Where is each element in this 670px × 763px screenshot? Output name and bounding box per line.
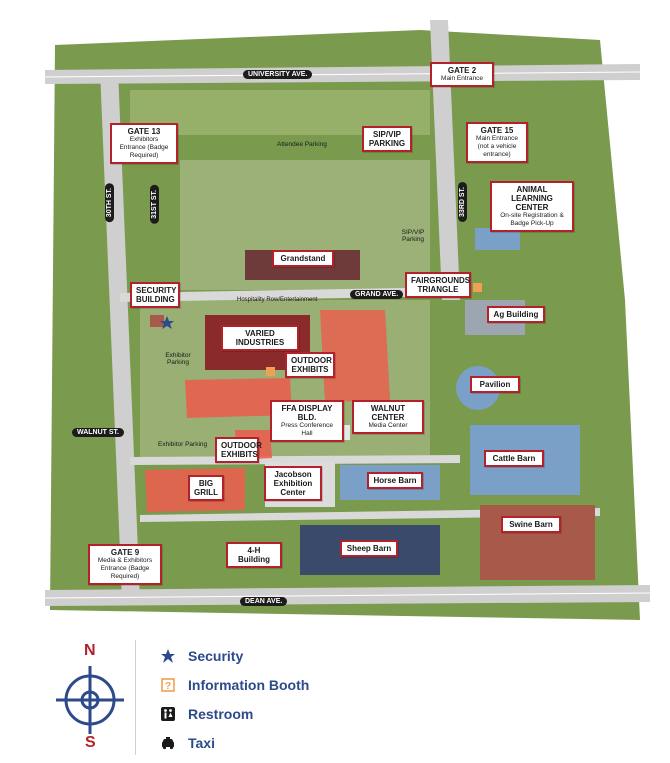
grandstand-title: Grandstand — [280, 254, 326, 263]
animal-learning-sub: On-site Registration & Badge Pick-Up — [500, 212, 564, 227]
walnut-center-title: WALNUT CENTER — [370, 404, 406, 422]
map-legend: N S Security ? Information Booth Restroo… — [40, 630, 640, 760]
ag-building-title: Ag Building — [493, 310, 539, 319]
walnut-center-label: WALNUT CENTER Media Center — [352, 400, 424, 434]
compass-north: N — [84, 642, 96, 659]
gate-2-title: GATE 2 — [447, 66, 477, 75]
sheep-barn-title: Sheep Barn — [346, 544, 392, 553]
jacobson-label: Jacobson Exhibition Center — [264, 466, 322, 501]
legend-item-taxi: Taxi — [160, 735, 215, 751]
big-grill-title: BIG GRILL — [194, 479, 218, 497]
outdoor-exhibits-title: OUTDOOR EXHIBITS — [221, 441, 262, 459]
gate-9-label: GATE 9 Media & Exhibitors Entrance (Badg… — [88, 544, 162, 585]
horse-barn-label: Horse Barn — [367, 472, 423, 489]
horse-barn-title: Horse Barn — [373, 476, 417, 485]
cattle-barn-title: Cattle Barn — [492, 454, 536, 463]
outdoor-exhibits-label: OUTDOOR EXHIBITS — [215, 437, 262, 463]
sheep-barn-label: Sheep Barn — [340, 540, 398, 557]
outdoor-exhibits-label: OUTDOOR EXHIBITS — [285, 352, 335, 378]
legend-label: Security — [188, 648, 244, 664]
gate-9-title: GATE 9 — [110, 548, 140, 557]
exhibit-area — [185, 378, 292, 418]
attendee-parking-text: Attendee Parking — [277, 141, 327, 148]
jacobson-title: Jacobson Exhibition Center — [273, 470, 313, 497]
exhibitor-parking-text: Exhibitor Parking — [165, 352, 191, 366]
legend-label: Restroom — [188, 706, 254, 722]
sip-vip-parking-text: SIP/VIP Parking — [401, 229, 425, 243]
ffa-display-label: FFA DISPLAY BLD. Press Conference Hall — [270, 400, 344, 442]
fairgrounds-map — [45, 20, 650, 620]
taxi-icon — [160, 735, 176, 751]
hospitality-row-text: Hospitality Row/Entertainment — [237, 297, 318, 303]
legend-label: Taxi — [188, 735, 215, 751]
4h-building-label: 4-H Building — [226, 542, 282, 568]
gate-13-title: GATE 13 — [127, 127, 161, 136]
restroom-icon — [160, 706, 176, 722]
gate-13-sub: Exhibitors Entrance (Badge Required) — [119, 136, 169, 159]
30th-st-label: 30TH ST. — [105, 183, 114, 223]
animal-learning-center-label: ANIMAL LEARNING CENTER On-site Registrat… — [490, 181, 574, 232]
security-building-shape — [150, 315, 164, 327]
security-building-title: SECURITY BUILDING — [136, 286, 177, 304]
gate-15-sub: Main Entrance (not a vehicle entrance) — [476, 135, 518, 158]
info-booth-icon: ? — [160, 677, 176, 693]
info-booth-icon — [473, 283, 482, 292]
exhibit-area — [320, 310, 390, 402]
legend-item-info-booth: ? Information Booth — [160, 677, 309, 693]
legend-item-restroom: Restroom — [160, 706, 253, 722]
varied-industries-title: VARIED INDUSTRIES — [235, 329, 285, 347]
compass-south: S — [85, 734, 96, 751]
sip-vip-title: SIP/VIP PARKING — [368, 130, 406, 148]
grand-ave-label: GRAND AVE. — [350, 290, 404, 299]
security-building-label: SECURITY BUILDING — [130, 282, 180, 308]
31st-st-label: 31ST ST. — [150, 185, 159, 224]
gate-13-label: GATE 13 Exhibitors Entrance (Badge Requi… — [110, 123, 178, 164]
gate-9-sub: Media & Exhibitors Entrance (Badge Requi… — [97, 557, 153, 580]
walnut-center-sub: Media Center — [368, 422, 408, 429]
ag-building-label: Ag Building — [487, 306, 545, 323]
exhibitor-parking-text: Exhibitor Parking — [158, 441, 208, 448]
grandstand-label: Grandstand — [272, 250, 334, 267]
dean-ave-label: DEAN AVE. — [240, 597, 288, 606]
fairgrounds-triangle-title: FAIRGROUNDS TRIANGLE — [411, 276, 471, 294]
svg-text:?: ? — [165, 681, 171, 692]
cattle-barn-label: Cattle Barn — [484, 450, 544, 467]
ffa-display-sub: Press Conference Hall — [280, 422, 334, 437]
animal-learning-title: ANIMAL LEARNING CENTER — [511, 185, 553, 212]
swine-barn-label: Swine Barn — [501, 516, 561, 533]
fairgrounds-triangle-label: FAIRGROUNDS TRIANGLE — [405, 272, 471, 298]
security-star-icon — [160, 316, 174, 329]
pavilion-title: Pavilion — [479, 380, 511, 389]
gate-2-sub: Main Entrance — [441, 75, 483, 82]
4h-building-title: 4-H Building — [238, 546, 270, 564]
gate-15-label: GATE 15 Main Entrance (not a vehicle ent… — [466, 122, 528, 163]
legend-label: Information Booth — [188, 677, 310, 693]
info-booth-icon — [266, 367, 275, 376]
university-ave-label: UNIVERSITY AVE. — [243, 70, 313, 79]
legend-item-security: Security — [160, 648, 243, 664]
33rd-st-label: 33RD ST. — [458, 182, 467, 222]
pavilion-label: Pavilion — [470, 376, 520, 393]
star-icon — [160, 648, 176, 664]
animal-learning-building — [475, 228, 520, 250]
outdoor-exhibits-title: OUTDOOR EXHIBITS — [291, 356, 332, 374]
compass-icon — [56, 666, 124, 734]
gate-15-title: GATE 15 — [480, 126, 514, 135]
ffa-display-title: FFA DISPLAY BLD. — [281, 404, 333, 422]
sip-vip-parking-label: SIP/VIP PARKING — [362, 126, 412, 152]
walnut-st-label: WALNUT ST. — [72, 428, 124, 437]
big-grill-label: BIG GRILL — [188, 475, 224, 501]
swine-barn-title: Swine Barn — [509, 520, 553, 529]
gate-2-label: GATE 2 Main Entrance — [430, 62, 494, 87]
legend-divider — [135, 640, 136, 755]
varied-industries-label: VARIED INDUSTRIES — [221, 325, 299, 351]
